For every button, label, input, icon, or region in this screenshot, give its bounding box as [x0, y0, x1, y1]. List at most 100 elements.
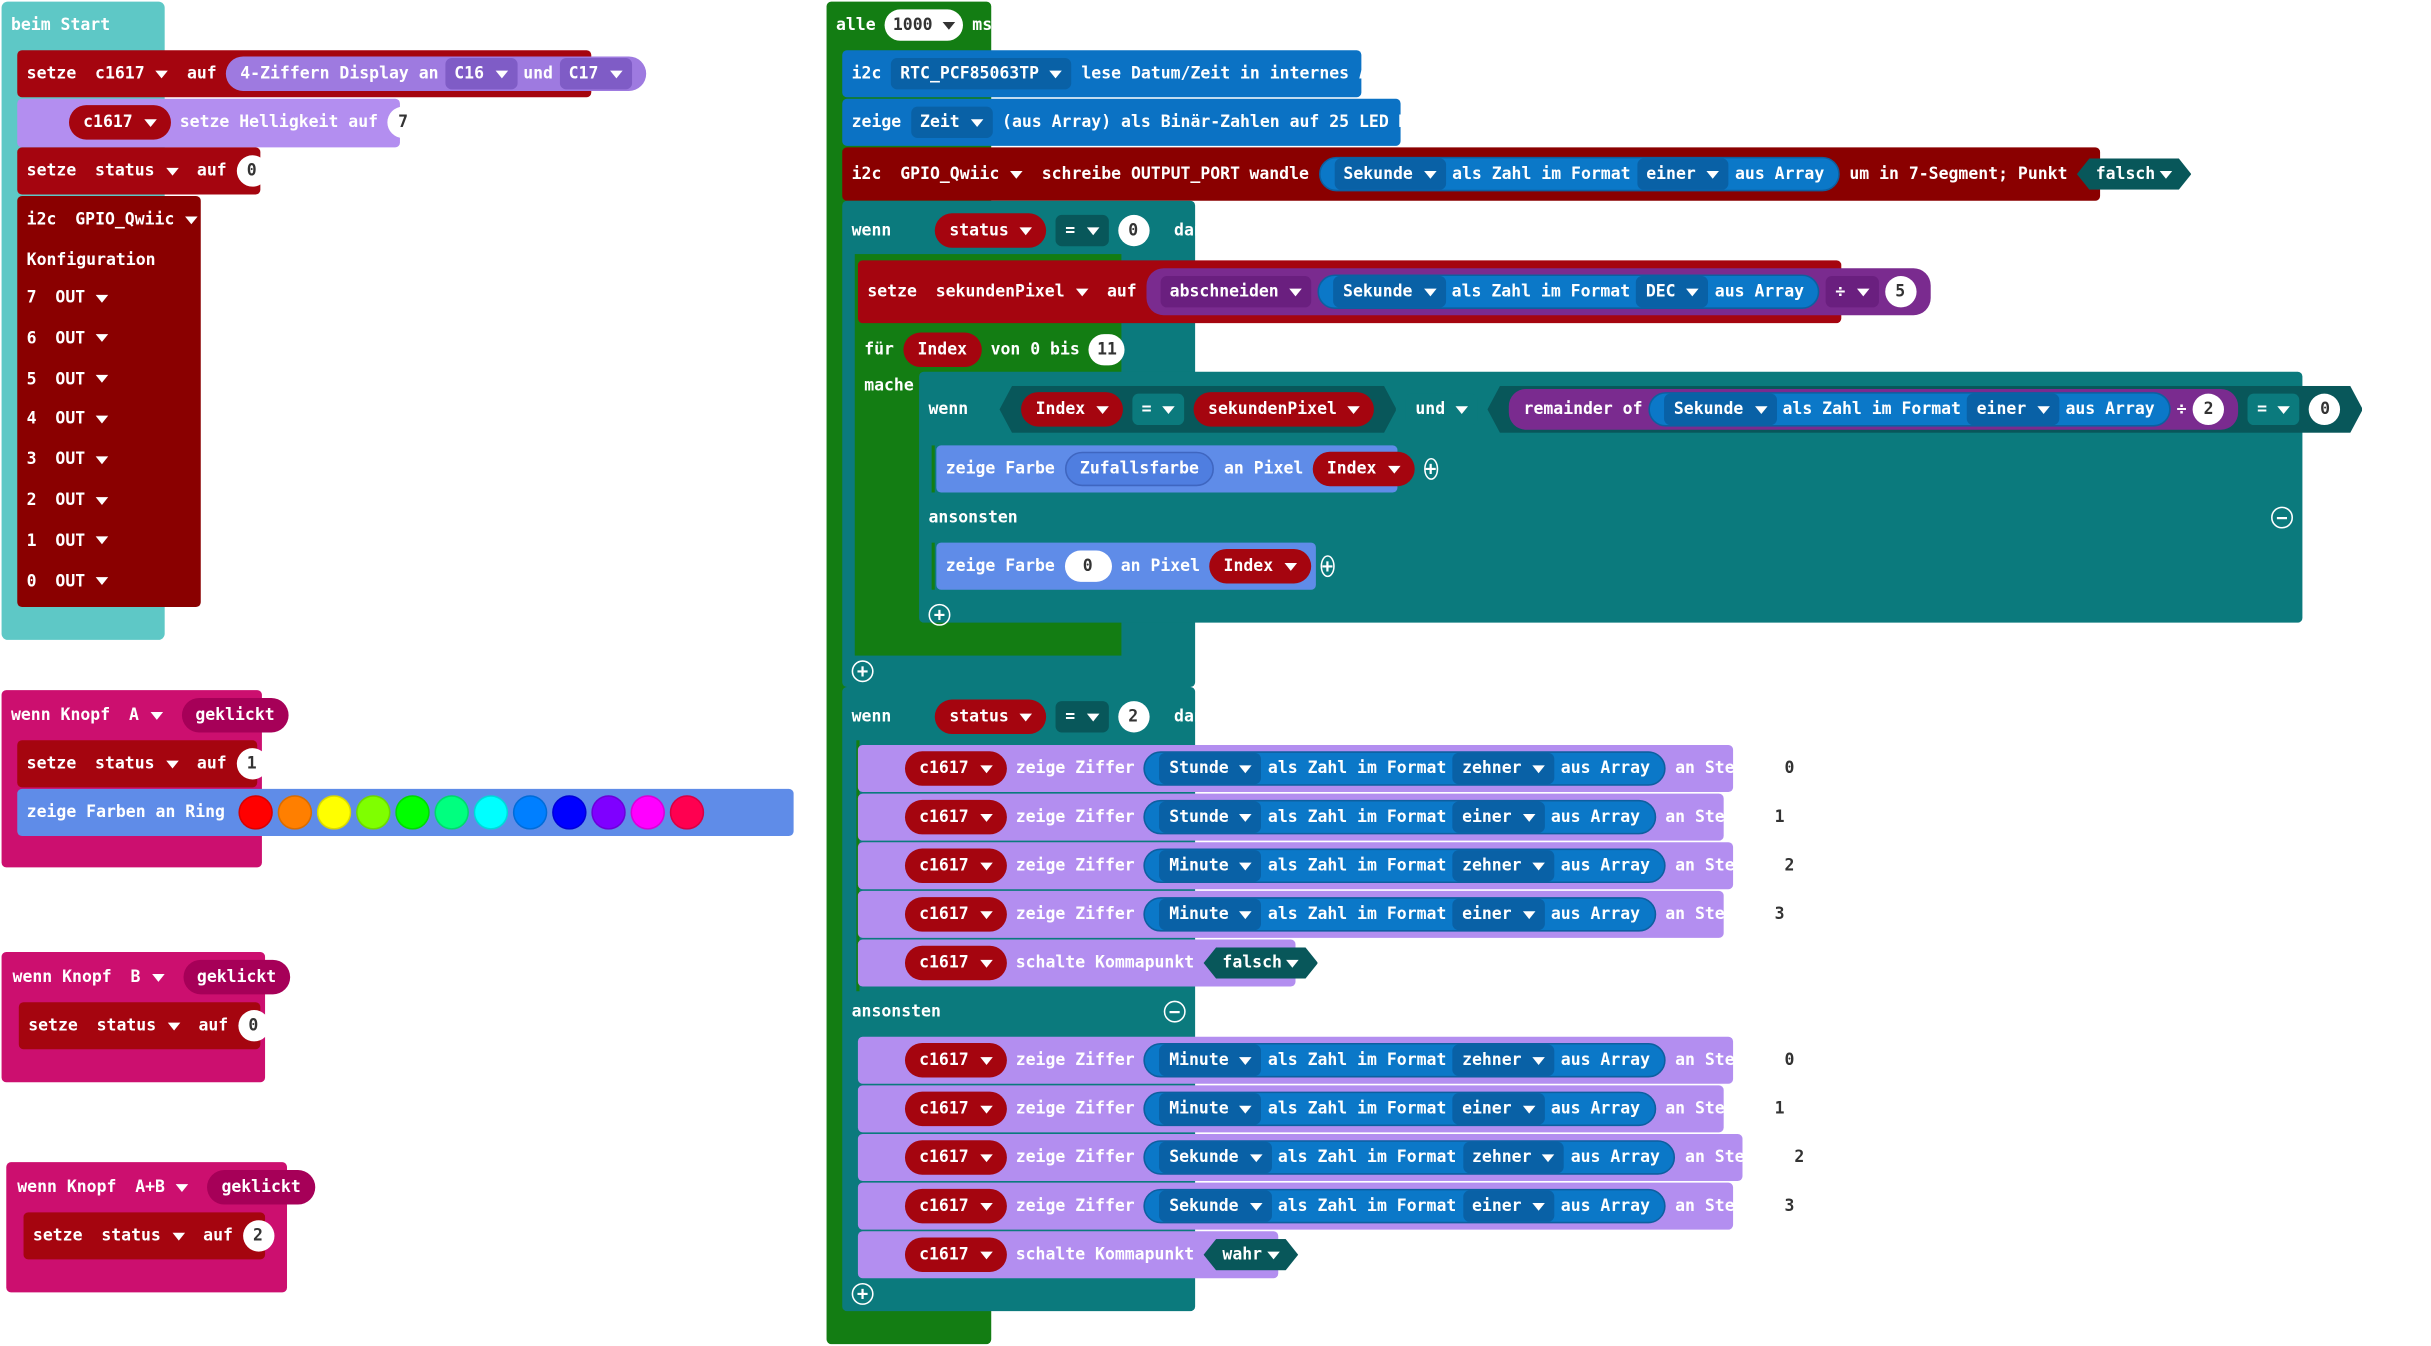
- plus-icon[interactable]: +: [928, 603, 951, 626]
- status-variable[interactable]: status: [935, 213, 1047, 248]
- compare-operator-dropdown[interactable]: =: [1055, 214, 1109, 247]
- position-input[interactable]: 2: [1773, 850, 1806, 882]
- display-function-block[interactable]: 4-Ziffern Display an C16 und C17: [226, 56, 646, 91]
- brightness-block[interactable]: c1617 setze Helligkeit auf 7: [60, 99, 429, 146]
- plus-icon[interactable]: +: [1320, 555, 1335, 578]
- logic-operator-dropdown[interactable]: und: [1405, 393, 1479, 426]
- rtc-read-block[interactable]: i2c RTC_PCF85063TP lese Datum/Zeit in in…: [842, 50, 1409, 98]
- rtc-device-dropdown[interactable]: RTC_PCF85063TP: [890, 58, 1072, 90]
- format-dropdown[interactable]: zehner: [1462, 1141, 1565, 1174]
- pin-mode-dropdown[interactable]: OUT: [46, 525, 118, 556]
- show-ring-colors-block[interactable]: zeige Farben an Ring: [17, 788, 794, 836]
- minus-icon[interactable]: −: [1163, 1000, 1186, 1023]
- time-unit-dropdown[interactable]: Minute: [1159, 1044, 1262, 1076]
- ring-color-swatch[interactable]: [591, 795, 627, 830]
- index-variable[interactable]: Index: [1209, 548, 1311, 584]
- position-input[interactable]: 2: [1783, 1141, 1816, 1174]
- color-value-input[interactable]: 0: [1064, 550, 1112, 582]
- plus-icon[interactable]: +: [1423, 457, 1438, 480]
- display-variable[interactable]: c1617: [904, 751, 1007, 786]
- format-dropdown[interactable]: einer: [1452, 801, 1545, 833]
- position-input[interactable]: 0: [1773, 752, 1806, 785]
- variable-dropdown[interactable]: status: [87, 1010, 189, 1041]
- format-dropdown[interactable]: einer: [1967, 394, 2059, 425]
- set-status-block[interactable]: setze status auf 1: [17, 740, 268, 788]
- and-condition-block[interactable]: Index = sekundenPixel: [1000, 386, 1397, 433]
- display-variable[interactable]: c1617: [904, 945, 1007, 981]
- time-unit-dropdown[interactable]: Stunde: [1159, 752, 1262, 785]
- variable-dropdown[interactable]: status: [86, 748, 188, 779]
- divisor-input[interactable]: 2: [2193, 394, 2224, 425]
- ring-color-swatch[interactable]: [552, 795, 588, 830]
- status-variable[interactable]: status: [935, 699, 1047, 735]
- button-dropdown[interactable]: A+B: [126, 1172, 198, 1203]
- device-dropdown[interactable]: GPIO_Qwiic: [891, 158, 1032, 189]
- point-dropdown[interactable]: falsch: [2077, 158, 2191, 189]
- random-color-block[interactable]: Zufallsfarbe: [1064, 451, 1215, 487]
- for-loop-header[interactable]: für Index von 0 bis 11: [855, 326, 1134, 373]
- time-unit-dropdown[interactable]: Minute: [1159, 850, 1262, 882]
- pin-mode-dropdown[interactable]: OUT: [46, 444, 118, 475]
- set-status-block[interactable]: setze status auf 0: [18, 1002, 270, 1050]
- comma-value-dropdown[interactable]: wahr: [1204, 1239, 1299, 1270]
- format-dropdown[interactable]: DEC: [1636, 276, 1709, 308]
- set-status-block[interactable]: setze status auf 2: [23, 1212, 274, 1260]
- format-dropdown[interactable]: zehner: [1452, 752, 1555, 785]
- ring-color-swatch[interactable]: [513, 795, 549, 830]
- event-dropdown[interactable]: geklickt: [207, 1170, 315, 1205]
- seconds-array-block[interactable]: Sekunde als Zahl im Format DEC aus Array: [1317, 274, 1820, 309]
- display-variable[interactable]: c1617: [904, 1042, 1007, 1078]
- comma-point-block[interactable]: c1617 schalte Kommapunkt wahr: [857, 1231, 1278, 1279]
- position-input[interactable]: 1: [1763, 1093, 1796, 1125]
- value-input[interactable]: 1: [236, 748, 268, 780]
- remainder-block[interactable]: remainder of Sekunde als Zahl im Format …: [1509, 389, 2238, 430]
- compare-operator-dropdown[interactable]: =: [1132, 394, 1184, 425]
- set-c1617-block[interactable]: setze c1617 auf 4-Ziffern Display an C16…: [17, 50, 646, 98]
- variable-dropdown[interactable]: c1617: [69, 105, 171, 140]
- interval-dropdown[interactable]: 1000: [885, 9, 963, 41]
- compare-value-input[interactable]: 0: [2309, 394, 2340, 425]
- math-function-dropdown[interactable]: abschneiden: [1160, 276, 1312, 308]
- time-unit-dropdown[interactable]: Sekunde: [1159, 1141, 1272, 1174]
- compare-operator-dropdown[interactable]: =: [1055, 701, 1109, 733]
- time-unit-dropdown[interactable]: Stunde: [1159, 801, 1262, 833]
- compare-value-input[interactable]: 0: [1117, 214, 1149, 247]
- display-variable[interactable]: c1617: [904, 848, 1007, 884]
- minus-icon[interactable]: −: [2271, 506, 2294, 529]
- compare-operator-dropdown[interactable]: =: [2248, 394, 2300, 425]
- format-dropdown[interactable]: zehner: [1452, 1044, 1555, 1076]
- ring-color-swatch[interactable]: [317, 795, 353, 830]
- show-color-pixel-block[interactable]: zeige Farbe 0 an Pixel Index +: [936, 542, 1335, 590]
- display-variable[interactable]: c1617: [904, 897, 1007, 932]
- seconds-pixel-variable[interactable]: sekundenPixel: [1194, 392, 1375, 427]
- value-input[interactable]: 0: [236, 155, 268, 187]
- brightness-input[interactable]: 7: [387, 106, 419, 139]
- display-variable[interactable]: c1617: [904, 1091, 1007, 1127]
- set-status-block[interactable]: setze status auf 0: [17, 147, 268, 195]
- index-variable[interactable]: Index: [1021, 392, 1122, 427]
- position-input[interactable]: 1: [1763, 801, 1796, 833]
- ring-color-swatch[interactable]: [239, 795, 274, 830]
- time-unit-dropdown[interactable]: Sekunde: [1159, 1190, 1272, 1222]
- event-dropdown[interactable]: geklickt: [182, 959, 291, 995]
- time-unit-dropdown[interactable]: Minute: [1159, 898, 1262, 931]
- gpio-write-block[interactable]: i2c GPIO_Qwiic schreibe OUTPUT_PORT wand…: [842, 147, 2100, 201]
- plus-icon[interactable]: +: [851, 1282, 874, 1305]
- format-dropdown[interactable]: einer: [1452, 898, 1545, 931]
- ring-color-swatch[interactable]: [474, 795, 509, 830]
- show-binary-block[interactable]: zeige Zeit (aus Array) als Binär-Zahlen …: [842, 98, 1458, 146]
- value-input[interactable]: 0: [237, 1010, 270, 1042]
- time-unit-dropdown[interactable]: Minute: [1159, 1093, 1262, 1125]
- comma-value-dropdown[interactable]: falsch: [1204, 947, 1318, 978]
- ring-color-swatch[interactable]: [670, 795, 705, 830]
- format-dropdown[interactable]: einer: [1636, 158, 1729, 190]
- position-input[interactable]: 3: [1763, 898, 1796, 931]
- format-dropdown[interactable]: einer: [1462, 1190, 1555, 1222]
- pin-mode-dropdown[interactable]: OUT: [46, 363, 118, 394]
- variable-dropdown[interactable]: status: [92, 1220, 194, 1251]
